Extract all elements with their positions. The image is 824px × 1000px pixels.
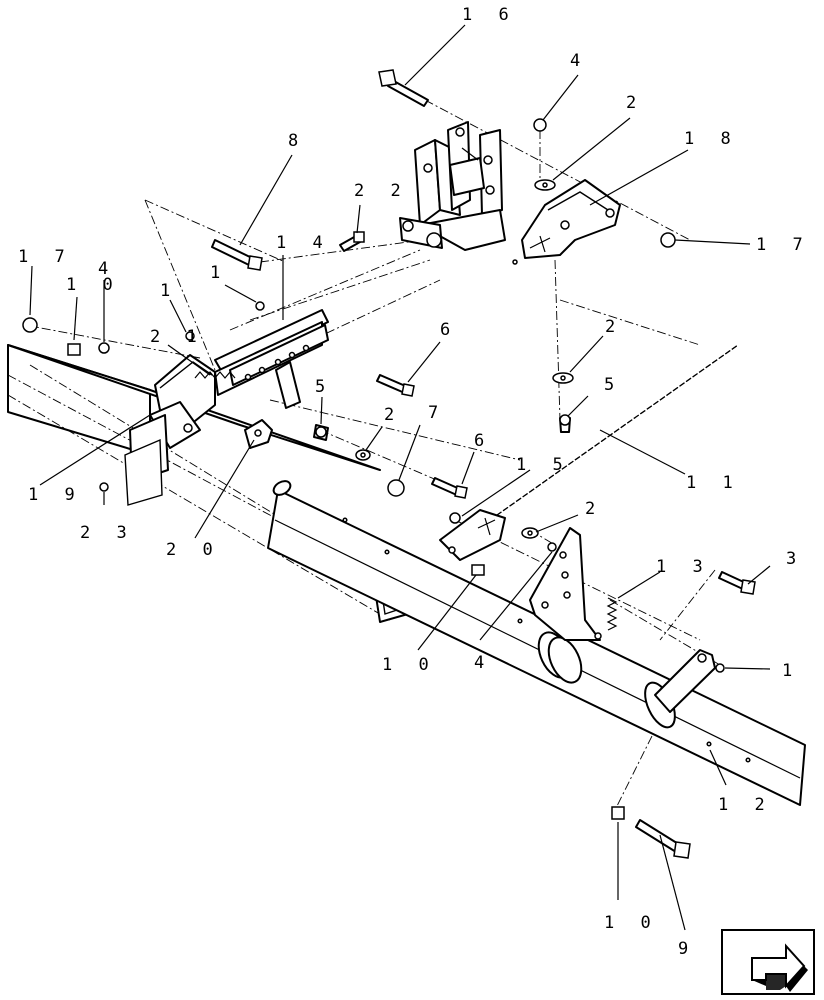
chain-plate-15 xyxy=(439,509,506,561)
callout-6-upper: 6 xyxy=(440,320,458,340)
upper-bracket xyxy=(399,121,506,251)
callout-17-right: 1 7 xyxy=(756,235,811,255)
callout-11: 1 1 xyxy=(686,473,741,493)
callout-14: 1 4 xyxy=(276,233,331,253)
bolt-3 xyxy=(718,571,756,595)
bolt-9 xyxy=(635,819,691,859)
nut-4-top xyxy=(533,118,547,132)
callout-2-left: 2 xyxy=(384,405,402,425)
leader-lines xyxy=(29,24,771,931)
callout-1-b: 1 xyxy=(160,281,178,301)
bolt-22 xyxy=(339,231,365,252)
callout-10-bottom: 1 0 xyxy=(604,913,659,933)
bolt-5-right xyxy=(559,414,571,433)
callout-10-mid: 1 0 xyxy=(382,655,437,675)
clevis-bracket xyxy=(654,649,716,713)
callout-3: 3 xyxy=(786,549,804,569)
callout-1-a: 1 xyxy=(210,263,228,283)
nut-4-left xyxy=(98,342,110,354)
bolt-8 xyxy=(211,239,263,271)
bolt-6-upper xyxy=(376,374,415,397)
nut-4-plate xyxy=(547,542,557,552)
callout-17-left: 1 7 xyxy=(18,247,73,267)
callout-9: 9 xyxy=(678,939,696,959)
callout-7: 7 xyxy=(428,403,446,423)
callout-2-mid: 2 xyxy=(605,317,623,337)
washer-2-left xyxy=(355,449,371,461)
nut-23 xyxy=(99,482,109,492)
bolt-6-lower xyxy=(431,477,468,499)
nut-7 xyxy=(387,479,405,497)
washer-2-right xyxy=(521,527,539,539)
center-lines xyxy=(24,99,721,811)
nut-17-left xyxy=(22,317,38,333)
callout-5-left: 5 xyxy=(315,377,333,397)
nut-17-right xyxy=(660,232,676,248)
nut-10-bottom xyxy=(611,806,625,820)
mounting-plate xyxy=(529,527,602,641)
callout-15: 1 5 xyxy=(516,455,571,475)
spring-bracket-assembly xyxy=(124,309,329,506)
spring-13 xyxy=(606,597,618,631)
nut-10-left xyxy=(67,343,81,356)
callout-1-right: 1 xyxy=(782,661,800,681)
washer-2-mid xyxy=(552,372,574,384)
callout-2-right: 2 xyxy=(585,499,603,519)
chain-11 xyxy=(489,344,739,521)
callout-labels: 1 6 4 2 1 8 8 2 2 1 4 1 7 1 7 1 0 4 1 1 … xyxy=(18,5,811,959)
washer-2-top xyxy=(534,179,556,191)
callout-6-lower: 6 xyxy=(474,431,492,451)
callout-20: 2 0 xyxy=(166,540,221,560)
nut-1-b xyxy=(185,331,195,341)
callout-4-left: 4 xyxy=(98,259,116,279)
bolt-5-left xyxy=(313,424,329,441)
bolt-15 xyxy=(449,512,461,524)
callout-4-top: 4 xyxy=(570,51,588,71)
callout-16: 1 6 xyxy=(462,5,517,25)
bracket-20 xyxy=(244,419,273,449)
callout-2-top: 2 xyxy=(626,93,644,113)
bolt-16 xyxy=(378,69,429,107)
nut-10-plate xyxy=(471,564,485,576)
callout-13: 1 3 xyxy=(656,557,711,577)
callout-5-right: 5 xyxy=(604,375,622,395)
callout-10-top: 1 0 xyxy=(66,275,121,295)
callout-12: 1 2 xyxy=(718,795,773,815)
callout-23: 2 3 xyxy=(80,523,135,543)
callout-19: 1 9 xyxy=(28,485,83,505)
callout-4-plate: 4 xyxy=(474,653,492,673)
callout-21: 2 1 xyxy=(150,327,205,347)
nut-1-a xyxy=(255,301,265,311)
callout-18: 1 8 xyxy=(684,129,739,149)
main-round-tube xyxy=(267,480,806,806)
nut-1-right xyxy=(715,663,725,673)
callout-22: 2 2 xyxy=(354,181,409,201)
next-page-arrow-icon[interactable] xyxy=(721,929,815,995)
bracket-18 xyxy=(512,179,621,265)
callout-8: 8 xyxy=(288,131,306,151)
